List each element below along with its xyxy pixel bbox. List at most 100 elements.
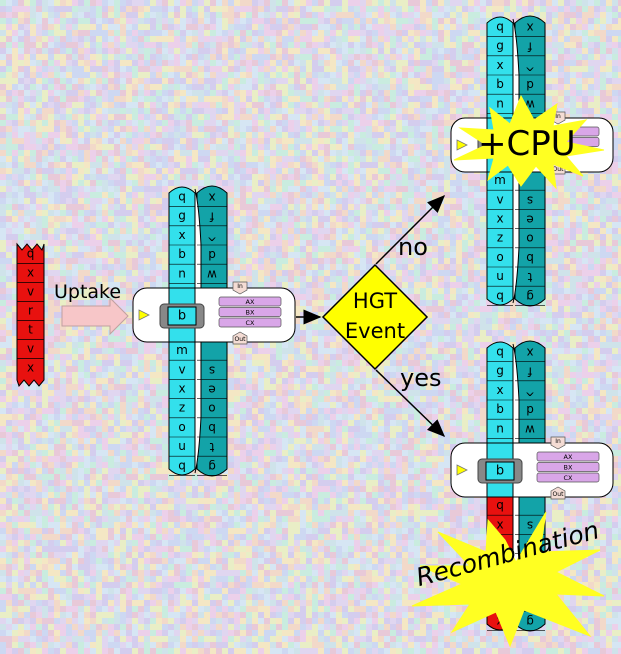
tape-letter: ^ xyxy=(207,229,217,243)
tape-letter: q xyxy=(496,498,504,512)
tape-letter: o xyxy=(526,232,533,246)
tape-letter: q xyxy=(496,345,504,359)
tape-letter: v xyxy=(496,192,503,206)
tape-letter: b xyxy=(526,251,534,265)
out-label: Out xyxy=(235,336,247,343)
tape-letter: v xyxy=(178,362,185,376)
tape-letter: m xyxy=(494,173,506,187)
fragment-letter: r xyxy=(28,304,33,318)
uptake-arrow xyxy=(61,296,129,336)
tape-letter: x xyxy=(496,517,503,531)
out-label: Out xyxy=(553,491,565,498)
tape-letter: x xyxy=(496,58,503,72)
register xyxy=(536,462,600,472)
tape-letter: q xyxy=(178,190,186,204)
tape-letter: g xyxy=(526,614,534,628)
tape-letter: o xyxy=(178,420,185,434)
fragment-letter: t xyxy=(28,323,33,337)
out-port xyxy=(550,486,566,500)
hgt-line2: Event xyxy=(344,319,406,343)
tape-letter: x xyxy=(526,346,533,360)
tape-letter: b xyxy=(178,247,186,261)
fragment-letter: x xyxy=(27,266,34,280)
tape-letter: x xyxy=(178,228,185,242)
register-label: BX xyxy=(564,464,573,472)
tape-letter: s xyxy=(527,518,533,532)
tape-letter: g xyxy=(496,364,504,378)
tape-letter: q xyxy=(496,288,504,302)
in-port xyxy=(232,281,248,295)
tape-letter: o xyxy=(208,402,215,416)
register-label: BX xyxy=(246,309,255,317)
tape-letter: d xyxy=(208,248,216,262)
hgt-event-label: HGT Event xyxy=(331,286,419,346)
out-port xyxy=(232,331,248,345)
tape-letter: u xyxy=(178,439,186,453)
hgt-line1: HGT xyxy=(352,289,398,313)
tape-letter: t xyxy=(527,270,532,284)
register xyxy=(218,317,282,328)
tape-letter: w xyxy=(525,422,535,436)
tape-letter: x xyxy=(526,21,533,35)
tape-letter: ^ xyxy=(525,384,535,398)
in-label: In xyxy=(237,283,243,290)
tape-letter: d xyxy=(526,78,534,92)
tape-letter: z xyxy=(497,231,503,245)
tape-letter: u xyxy=(496,269,504,283)
tape-letter: q xyxy=(496,20,504,34)
tape-letter: g xyxy=(208,459,216,473)
hgt-event-diamond xyxy=(321,263,429,371)
register xyxy=(218,307,282,317)
tape-letter: t xyxy=(209,440,214,454)
fragment-letter: v xyxy=(27,342,34,356)
fragment-letter: v xyxy=(27,285,34,299)
tape-letter: b xyxy=(496,402,504,416)
recombination-burst xyxy=(411,511,605,648)
branch-yes-label: yes xyxy=(400,364,442,392)
tape-letter: d xyxy=(526,403,534,417)
head-letter: b xyxy=(178,309,186,324)
tape-letter: m xyxy=(176,343,188,357)
out-label: Out xyxy=(553,166,565,173)
register xyxy=(536,472,600,483)
in-label: In xyxy=(555,113,561,120)
tape-letter: w xyxy=(525,97,535,111)
register-label: AX xyxy=(564,453,573,461)
yes-branch-arrow xyxy=(375,369,446,438)
register xyxy=(536,451,600,462)
register-label: CX xyxy=(246,319,256,327)
fragment-letter: q xyxy=(27,247,35,261)
no-branch-arrow xyxy=(375,194,446,265)
tape-letter: x xyxy=(496,383,503,397)
tape-letter: w xyxy=(207,267,217,281)
tape-letter: f xyxy=(527,40,532,54)
register-label: CX xyxy=(564,474,574,482)
head-letter: b xyxy=(496,464,504,479)
tape-letter: s xyxy=(209,363,215,377)
tape-letter: g xyxy=(496,39,504,53)
head-pointer-icon xyxy=(456,139,468,151)
tape-letter: e xyxy=(526,213,533,227)
in-port xyxy=(550,436,566,450)
tape-letter: x xyxy=(208,191,215,205)
tape-letter: f xyxy=(527,365,532,379)
tape-letter: f xyxy=(209,210,214,224)
fragment-letter: x xyxy=(27,361,34,375)
tape-letter: b xyxy=(208,421,216,435)
head-pointer-icon xyxy=(456,464,468,476)
head-pointer-icon xyxy=(138,309,150,321)
tape-letter: e xyxy=(208,383,215,397)
cpu-burst xyxy=(453,94,605,190)
tape-letter: ^ xyxy=(525,59,535,73)
tape-letter: s xyxy=(527,193,533,207)
tape-letter: n xyxy=(496,96,504,110)
branch-no-label: no xyxy=(398,233,428,261)
tape-letter: o xyxy=(496,250,503,264)
uptake-label: Uptake xyxy=(54,281,122,303)
tape-letter: z xyxy=(179,401,185,415)
in-label: In xyxy=(555,438,561,445)
tape-letter: b xyxy=(496,77,504,91)
tape-letter: q xyxy=(178,458,186,472)
